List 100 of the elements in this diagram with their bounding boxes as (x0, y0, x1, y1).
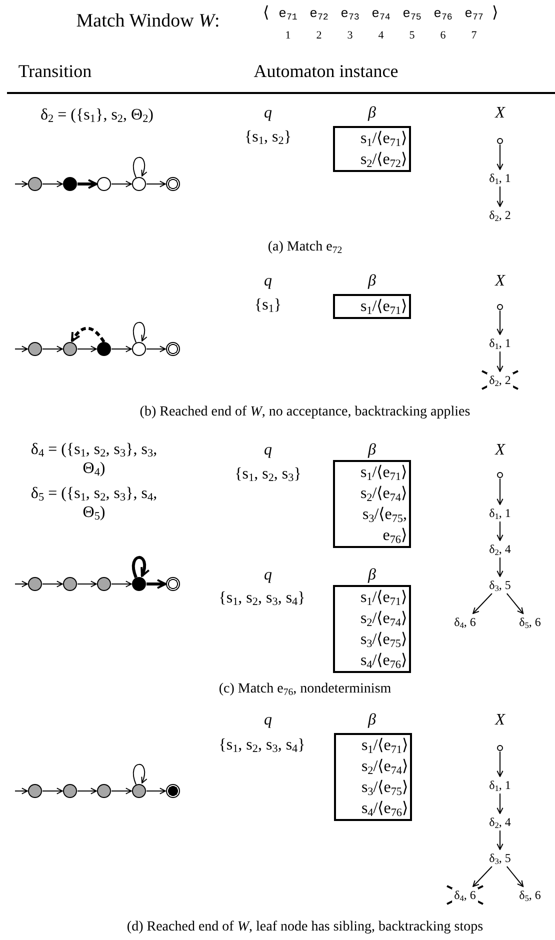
binding-text: s$_{1}$/⟨e$_{71}$⟩ (360, 736, 408, 756)
tree-node-text: δ$_{1}$, 1 (487, 506, 513, 520)
position-number: 6 (440, 29, 446, 43)
subfigure-caption: (b) Reached end of W, no acceptance, backtracking applies (140, 404, 470, 422)
event-label: e$_{74}$ (372, 6, 390, 22)
transition-formula: δ$_{4}$ = ({s$_{1}$, s$_{2}$, s$_{3}$}, s$_{3}$, Θ$_{4}$) (30, 440, 158, 478)
column-label: q (264, 710, 272, 730)
state-circle (28, 784, 42, 798)
column-label: β (368, 271, 376, 291)
position-number: 4 (378, 29, 384, 43)
arrow (472, 593, 492, 614)
event-label: e$_{77}$ (464, 6, 484, 22)
loop-arrow (132, 764, 147, 785)
binding-box (333, 126, 411, 172)
column-label: β (368, 103, 376, 123)
column-label: X (495, 103, 505, 123)
tree-node-text: δ$_{1}$, 1 (487, 778, 513, 792)
column-label: β (368, 565, 376, 585)
arrow (146, 579, 166, 589)
tree-node-text: δ$_{2}$, 2 (487, 372, 513, 388)
binding-text: s$_{2}$/⟨e$_{74}$⟩ (359, 484, 407, 504)
state-circle (63, 342, 77, 356)
loop-arrow (132, 322, 147, 343)
window-title: Match Window W: (76, 10, 220, 34)
event-label: e$_{72}$ (310, 6, 328, 22)
binding-text: s$_{2}$/⟨e$_{74}$⟩ (359, 609, 407, 629)
root-circle (497, 304, 503, 310)
tree-node-text: δ$_{5}$, 6 (517, 888, 543, 902)
arrow (496, 186, 504, 207)
root-circle (497, 745, 503, 751)
tree-node-text: δ$_{1}$, 1 (487, 170, 513, 186)
event-label: e$_{71}$ (278, 6, 298, 22)
arrow (111, 346, 132, 352)
column-label: q (264, 271, 272, 291)
column-header: Automaton instance (254, 61, 398, 83)
back-arrow (70, 326, 106, 343)
root-circle (497, 472, 503, 478)
arrow (496, 144, 504, 170)
tree-node-text: δ$_{1}$, 1 (487, 336, 513, 350)
binding-text: s$_{1}$/⟨e$_{71}$⟩ (359, 129, 407, 149)
arrow (146, 788, 166, 794)
column-label: q (264, 565, 272, 585)
position-number: 5 (409, 29, 415, 43)
state-circle (28, 342, 42, 356)
position-number: 2 (316, 29, 322, 43)
angle-bracket: ⟩ (492, 3, 498, 23)
arrow (496, 521, 504, 541)
arrow (42, 580, 63, 588)
arrow (506, 593, 524, 614)
transition-formula: δ$_{2}$ = ({s$_{1}$}, s$_{2}$, Θ$_{2}$) (40, 105, 154, 125)
arrow (14, 346, 28, 352)
tree-node-text: δ$_{5}$, 6 (517, 614, 543, 630)
arrow (496, 751, 504, 777)
binding-text: s$_{3}$/⟨e$_{75}$⟩ (360, 778, 408, 798)
state-set: {s$_{1}$, s$_{2}$, s$_{3}$, s$_{4}$} (218, 735, 306, 755)
binding-box (333, 460, 411, 548)
position-number: 3 (347, 29, 353, 43)
tree-node-text: δ$_{2}$, 4 (487, 542, 513, 556)
arrow (77, 580, 97, 588)
state-circle (63, 784, 77, 798)
event-label: e$_{76}$ (434, 6, 452, 22)
arrow (146, 180, 166, 188)
root-circle (497, 138, 503, 144)
binding-box (334, 733, 412, 821)
tree-node-text: δ$_{4}$, 6 (452, 888, 478, 902)
arrow (14, 788, 28, 794)
state-circle (63, 177, 77, 191)
tree-node-text: δ$_{2}$, 4 (487, 814, 513, 830)
column-label: q (264, 440, 272, 460)
final-state-circle (166, 784, 180, 798)
state-circle (97, 177, 111, 191)
final-state-circle (166, 342, 180, 356)
arrow (506, 866, 524, 887)
position-number: 1 (285, 29, 291, 43)
binding-text: s$_{1}$/⟨e$_{71}$⟩ (359, 297, 407, 317)
final-state-circle (166, 577, 180, 591)
arrow (14, 180, 28, 188)
arrow (77, 788, 97, 794)
arrow (111, 788, 132, 794)
binding-text: s$_{3}$/⟨e$_{75}$⟩ (359, 630, 407, 650)
state-circle (28, 177, 42, 191)
event-label: e$_{75}$ (402, 6, 422, 22)
arrow (42, 180, 63, 188)
binding-text: s$_{3}$/⟨e$_{75}$, e$_{76}$⟩ (361, 505, 407, 546)
state-set: {s$_{1}$, s$_{2}$, s$_{3}$, s$_{4}$} (218, 588, 306, 608)
state-circle (97, 784, 111, 798)
state-set: {s$_{1}$, s$_{2}$} (244, 127, 292, 147)
column-label: X (495, 271, 505, 291)
binding-box (333, 585, 411, 673)
final-state-circle (166, 177, 180, 191)
column-label: β (368, 440, 376, 460)
event-label: e$_{73}$ (340, 6, 360, 22)
state-circle (132, 577, 146, 591)
transition-formula: δ$_{5}$ = ({s$_{1}$, s$_{2}$, s$_{3}$}, s$_{4}$, Θ$_{5}$) (30, 484, 158, 522)
arrow (111, 180, 132, 188)
arrow (111, 580, 132, 588)
state-circle (132, 177, 146, 191)
arrow (77, 346, 97, 352)
binding-text: s$_{4}$/⟨e$_{76}$⟩ (359, 651, 407, 671)
loop-arrow (132, 156, 147, 178)
